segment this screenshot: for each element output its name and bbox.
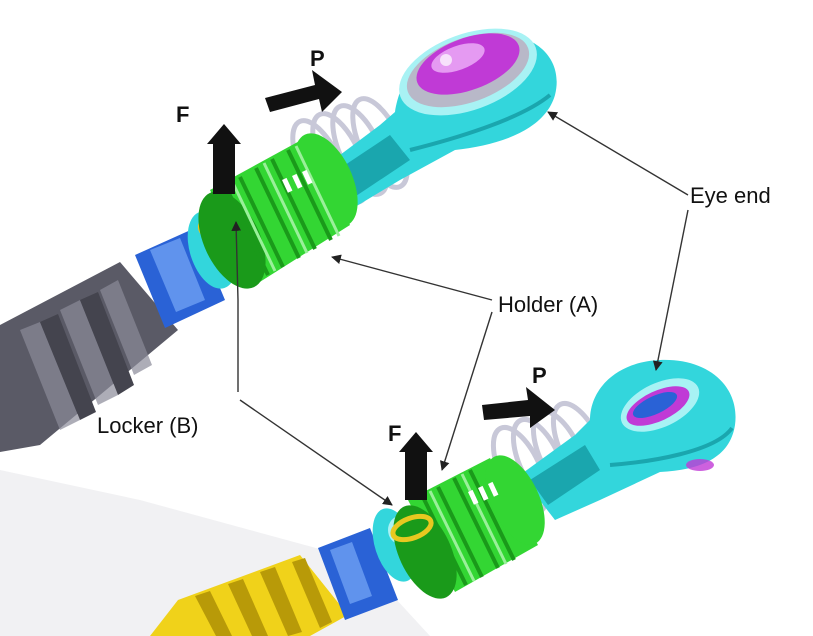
top-force-label: F: [176, 102, 190, 127]
bottom-force-arrow: [399, 432, 433, 500]
top-push-arrow: [265, 70, 342, 112]
bottom-locker-ring: [390, 513, 434, 543]
bottom-push-arrow: [482, 387, 555, 428]
bottom-eye-end: [520, 359, 736, 520]
bottom-cable-assembly: [150, 359, 736, 636]
top-push-label: P: [310, 46, 325, 71]
bottom-push-label: P: [532, 363, 547, 388]
top-cable-assembly: [0, 28, 557, 452]
holder-leader-bottom: [439, 311, 493, 471]
eye-end-leader-bottom: [652, 209, 689, 371]
leader-lines: [231, 111, 689, 506]
top-force-arrow: [207, 124, 241, 194]
holder-leader-top: [331, 254, 493, 301]
bottom-yellow-cable: [150, 555, 348, 636]
top-holder: [198, 133, 358, 289]
top-eye-end: [320, 28, 557, 210]
bottom-holder: [393, 455, 545, 599]
locker-leader-top: [231, 221, 242, 392]
locker-leader-bottom: [239, 399, 393, 506]
eye-end-leader-top: [547, 111, 689, 196]
locker-label: Locker (B): [97, 413, 199, 438]
top-gray-cable: [0, 262, 178, 452]
holder-label: Holder (A): [498, 292, 599, 317]
bottom-force-label: F: [388, 421, 402, 446]
eye-end-label: Eye end: [690, 183, 771, 208]
